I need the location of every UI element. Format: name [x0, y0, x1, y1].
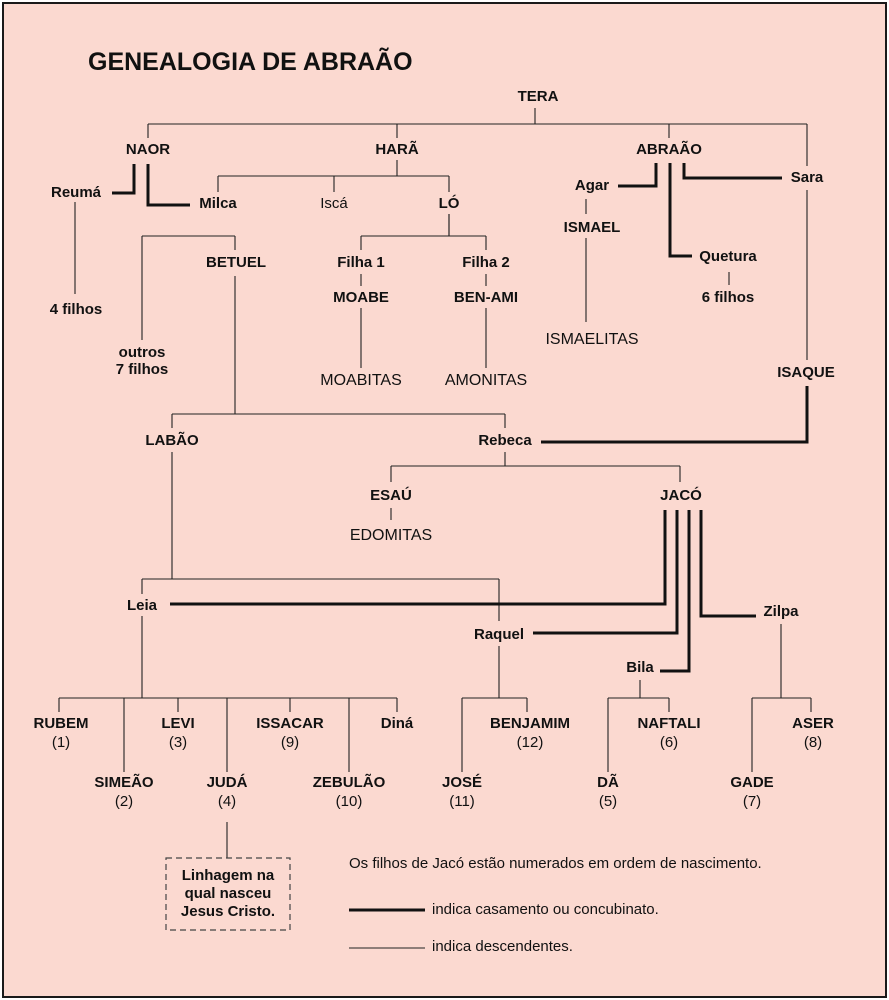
son-aser-number: (8) [804, 734, 822, 751]
son-zebulao: ZEBULÃO [313, 773, 386, 791]
lineage-box-text: Linhagem na qual nasceu Jesus Cristo. [181, 867, 275, 920]
marriage-lines [112, 163, 809, 673]
son-rubem-number: (1) [52, 734, 70, 751]
person-leia: Leia [127, 597, 158, 614]
lineage-line-3: Jesus Cristo. [181, 903, 275, 920]
son-zebulao-number: (10) [336, 793, 363, 810]
son-naftali-number: (6) [660, 734, 678, 751]
person-filha1: Filha 1 [337, 254, 385, 271]
son-naftali: NAFTALI [637, 715, 700, 732]
lineage-box [165, 857, 291, 931]
person-jaco: JACÓ [660, 486, 702, 504]
son-jose: JOSÉ [442, 774, 482, 791]
person-abraao: ABRAÃO [636, 140, 702, 158]
son-levi-number: (3) [169, 734, 187, 751]
people-edomitas: EDOMITAS [350, 527, 432, 544]
son-da: DÃ [597, 773, 619, 791]
person-bila: Bila [626, 659, 654, 676]
son-aser: ASER [792, 715, 834, 732]
people-ismaelitas: ISMAELITAS [545, 331, 638, 348]
people-labels: TERA NAOR HARÃ ABRAÃO Reumá Milca Iscá L… [50, 88, 835, 676]
son-issacar-number: (9) [281, 734, 299, 751]
people-amonitas: AMONITAS [445, 372, 527, 389]
descendant-lines [58, 108, 812, 858]
person-naor: NAOR [126, 141, 170, 158]
person-raquel: Raquel [474, 626, 524, 643]
son-levi: LEVI [161, 715, 194, 732]
person-ben-ami: BEN-AMI [454, 289, 518, 306]
son-juda-number: (4) [218, 793, 236, 810]
label-outros-2: 7 filhos [116, 361, 169, 378]
label-4-filhos: 4 filhos [50, 301, 103, 318]
son-juda: JUDÁ [207, 774, 248, 791]
son-benjamim-number: (12) [517, 734, 544, 751]
label-6-filhos: 6 filhos [702, 289, 755, 306]
legend-descendants: indica descendentes. [432, 938, 573, 955]
person-lo: LÓ [439, 194, 460, 212]
person-isca: Iscá [320, 195, 348, 212]
sons-of-jacob: RUBEM (1) LEVI (3) ISSACAR (9) Diná BENJ… [34, 715, 834, 810]
son-simeao: SIMEÃO [94, 773, 154, 791]
person-filha2: Filha 2 [462, 254, 510, 271]
person-rebeca: Rebeca [478, 432, 532, 449]
person-isaque: ISAQUE [777, 364, 835, 381]
son-da-number: (5) [599, 793, 617, 810]
person-reuma: Reumá [51, 184, 102, 201]
lineage-line-1: Linhagem na [182, 867, 275, 884]
person-agar: Agar [575, 177, 609, 194]
person-tera: TERA [518, 88, 559, 105]
person-zilpa: Zilpa [763, 603, 799, 620]
page-title: GENEALOGIA DE ABRAÃO [88, 46, 413, 76]
person-esau: ESAÚ [370, 486, 412, 504]
person-betuel: BETUEL [206, 254, 266, 271]
son-gade: GADE [730, 774, 773, 791]
legend-marriage: indica casamento ou concubinato. [432, 901, 659, 918]
son-benjamim: BENJAMIM [490, 715, 570, 732]
daughter-dina: Diná [381, 715, 414, 732]
person-labao: LABÃO [145, 431, 199, 449]
son-simeao-number: (2) [115, 793, 133, 810]
son-gade-number: (7) [743, 793, 761, 810]
person-hara: HARÃ [375, 140, 418, 158]
person-quetura: Quetura [699, 248, 757, 265]
legend-note: Os filhos de Jacó estão numerados em ord… [349, 855, 762, 872]
person-moabe: MOABE [333, 289, 389, 306]
people-moabitas: MOABITAS [320, 372, 402, 389]
person-ismael: ISMAEL [564, 219, 621, 236]
son-rubem: RUBEM [34, 715, 89, 732]
label-outros-1: outros [119, 344, 166, 361]
son-issacar: ISSACAR [256, 715, 324, 732]
lineage-line-2: qual nasceu [185, 885, 272, 902]
legend: Os filhos de Jacó estão numerados em ord… [349, 855, 762, 955]
person-milca: Milca [199, 195, 237, 212]
son-jose-number: (11) [449, 793, 475, 810]
person-sara: Sara [791, 169, 824, 186]
